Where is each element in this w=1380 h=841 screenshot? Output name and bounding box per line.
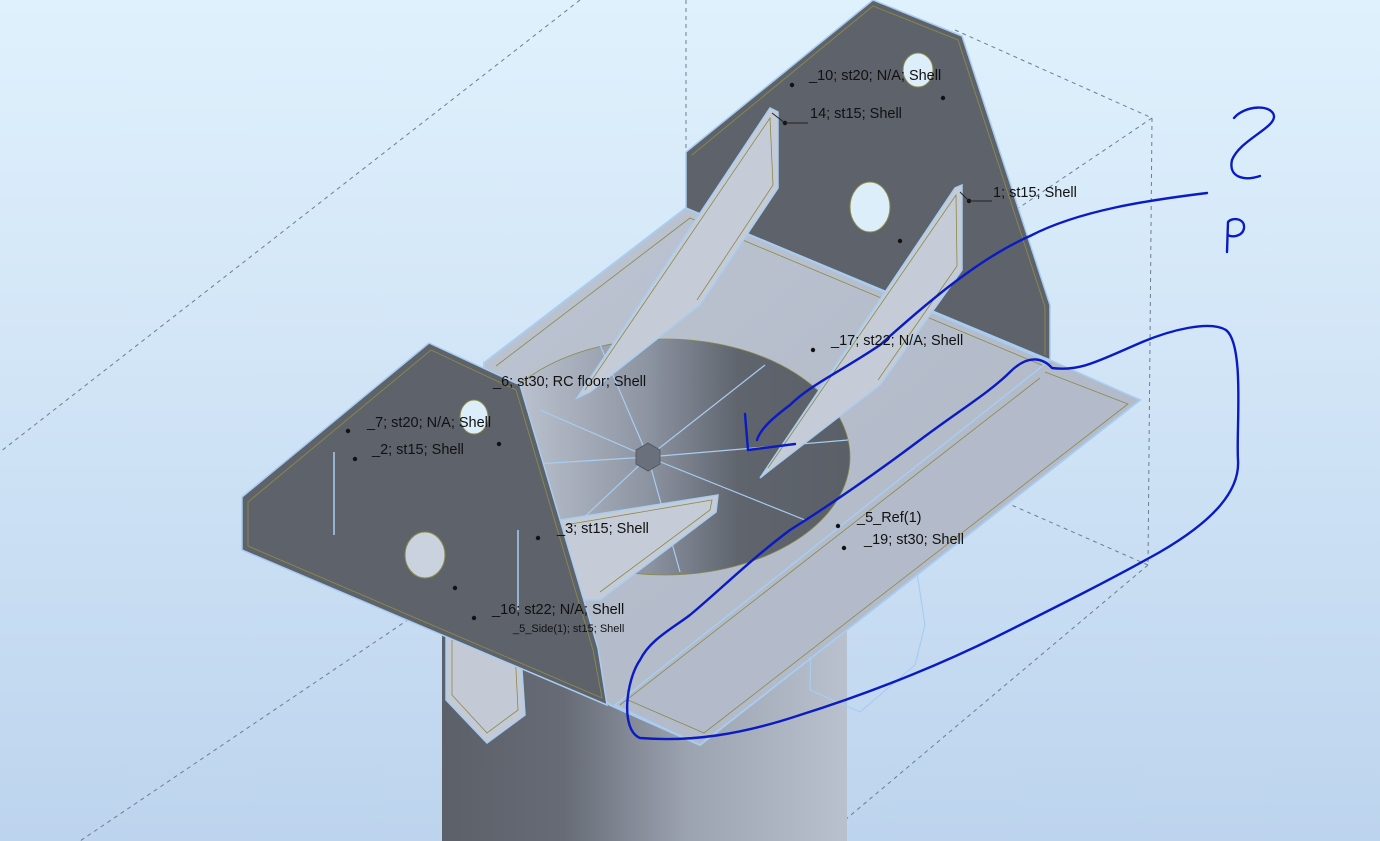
column-opening (479, 338, 851, 576)
element-label-2: _2; st15; Shell (372, 442, 464, 458)
element-label-6: _6; st30; RC floor; Shell (493, 374, 647, 390)
element-label-5-side: _5_Side(1); st15; Shell (513, 623, 625, 635)
bounding-box-guides (0, 0, 1153, 841)
element-label-10: _10; st20; N/A; Shell (809, 68, 942, 84)
element-label-19: _19; st30; Shell (864, 532, 964, 548)
center-node-icon (635, 442, 661, 472)
enclosing-loop (626, 324, 1240, 741)
element-label-14: 14; st15; Shell (810, 106, 902, 122)
element-label-3: _3; st15; Shell (557, 521, 649, 537)
element-label-1: 1; st15; Shell (993, 185, 1077, 201)
element-label-5-ref: _5_Ref(1) (857, 510, 922, 526)
gusset-plate-front[interactable] (241, 342, 608, 707)
element-label-17: _17; st22; N/A; Shell (831, 333, 964, 349)
bolt-hole (459, 399, 489, 435)
handwritten-digit-2 (1230, 106, 1276, 180)
pen-annotations (626, 106, 1276, 741)
hidden-stiffener-outline (809, 559, 926, 713)
arrow-stroke (755, 191, 1209, 442)
element-label-16: _16; st22; N/A; Shell (492, 602, 625, 618)
leader-lines (771, 112, 992, 202)
bolt-hole (902, 52, 934, 88)
element-label-7: _7; st20; N/A; Shell (367, 415, 492, 431)
arrowhead (743, 412, 797, 452)
stiffener-fin-1[interactable] (759, 183, 963, 479)
bolt-hole (849, 181, 891, 233)
stiffener-fin-14[interactable] (574, 107, 779, 400)
bolt-hole (404, 531, 446, 579)
handwritten-letter-p (1225, 217, 1246, 254)
